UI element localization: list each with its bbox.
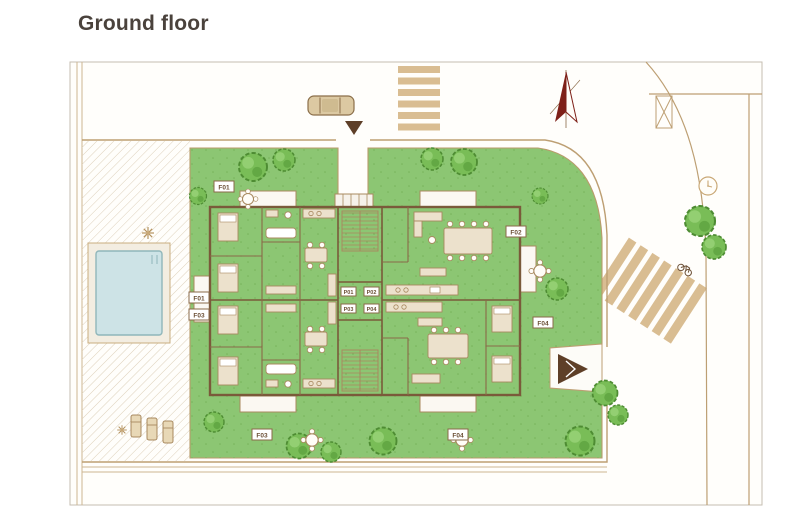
tree-icon: [701, 234, 727, 260]
tree-icon: [591, 379, 619, 407]
clock-icon: [698, 176, 718, 196]
unit-label-f01-terrace: F01: [213, 180, 235, 193]
tree-icon: [420, 147, 444, 171]
stair-top: [341, 210, 379, 252]
page-title: Ground floor: [78, 12, 209, 35]
stair-bottom: [341, 349, 379, 392]
unit-label-text: F04: [537, 321, 549, 328]
core-walls: [210, 207, 520, 395]
parking-label-p02: P02: [363, 286, 380, 297]
unit-label-f01-side: F01: [188, 291, 210, 304]
parking-label-p04: P04: [363, 303, 380, 314]
tree-icon: [188, 186, 208, 206]
bed: [217, 212, 239, 293]
unit-label-text: F03: [193, 313, 205, 320]
crosswalk-side: [592, 237, 707, 344]
entrance-arrow-icon: [345, 121, 363, 135]
plant-icon: [116, 424, 128, 436]
tree-icon: [320, 441, 342, 463]
parking-label-p03: P03: [340, 303, 357, 314]
unit-label-f04-bottom: F04: [447, 428, 469, 441]
unit-label-text: F03: [256, 433, 268, 440]
north-arrow-icon: [549, 70, 581, 128]
sun-lounger-icon: [162, 420, 174, 444]
unit-label-text: F04: [452, 433, 464, 440]
building-outline: [208, 205, 522, 397]
parking-label-text: P01: [344, 290, 354, 296]
bicycle-icon: [677, 263, 692, 277]
plot-boundary: [82, 139, 608, 463]
tree-icon: [238, 152, 268, 182]
unit-label-f04-side: F04: [532, 316, 554, 329]
parking-label-p01: P01: [340, 286, 357, 297]
tree-icon: [203, 411, 225, 433]
entrance-steps: [342, 194, 368, 207]
unit-label-text: F02: [510, 230, 522, 237]
driveway: [549, 343, 603, 393]
sun-lounger-icon: [130, 414, 142, 438]
roadside-structure: [655, 95, 673, 129]
tree-icon: [272, 148, 296, 172]
swimming-pool: [95, 250, 163, 336]
unit-top-left: [210, 207, 337, 300]
unit-top-right: [382, 207, 493, 296]
car-icon: [307, 95, 355, 116]
unit-label-f03-bottom: F03: [251, 428, 273, 441]
unit-label-text: F01: [193, 296, 205, 303]
tree-icon: [607, 404, 629, 426]
pool-ladder-icon: [151, 255, 158, 264]
roads: [307, 61, 762, 506]
parking-label-text: P04: [367, 307, 378, 313]
driveway-arrow-icon: [558, 354, 588, 384]
unit-label-text: F01: [218, 185, 230, 192]
building: [193, 190, 537, 413]
plant-icon: [141, 226, 155, 240]
tree-icon: [564, 425, 596, 457]
tree-icon: [545, 277, 569, 301]
parking-label-text: P03: [344, 307, 354, 313]
crosswalk-top: [398, 66, 440, 131]
tree-icon: [368, 426, 398, 456]
tree-icon: [683, 204, 717, 238]
tree-icon: [531, 187, 549, 205]
unit-bottom-right: [382, 300, 520, 395]
labels: F01 F02 F01 F03 F04 F03: [188, 180, 554, 441]
tree-icon: [450, 148, 478, 176]
parking-label-text: P02: [367, 290, 377, 296]
unit-bottom-left: [210, 300, 337, 395]
sun-lounger-icon: [146, 417, 158, 441]
unit-label-f03-side: F03: [188, 308, 210, 321]
unit-label-f02: F02: [505, 225, 527, 238]
